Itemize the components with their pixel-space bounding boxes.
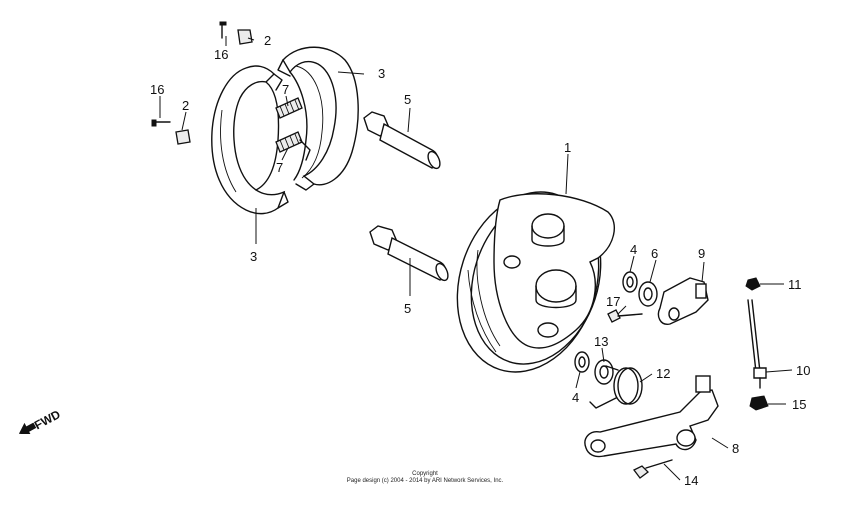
callout-2-upper: 2 — [264, 33, 271, 48]
nut-15 — [749, 395, 769, 411]
shoe-spring-upper — [275, 97, 303, 119]
bolt-17 — [607, 309, 643, 323]
callout-15: 15 — [792, 397, 806, 412]
return-spring — [589, 365, 643, 409]
retainer-upper — [237, 29, 253, 45]
nut-11 — [745, 277, 761, 291]
callout-13: 13 — [594, 334, 608, 349]
leader-lines — [159, 36, 793, 481]
callout-5-lower: 5 — [404, 301, 411, 316]
copyright-line-1: Copyright — [412, 471, 438, 477]
forward-arrow-icon — [18, 422, 37, 436]
callout-4-lower: 4 — [572, 390, 579, 405]
callout-3-lower: 3 — [250, 249, 257, 264]
callout-17: 17 — [606, 294, 620, 309]
brake-cam-lower — [369, 225, 449, 282]
retainer-lower — [175, 129, 191, 145]
callout-11: 11 — [788, 277, 802, 292]
washer-lower — [594, 359, 614, 385]
callout-16-lower: 16 — [150, 82, 164, 97]
brake-pedal — [584, 375, 719, 458]
callout-9: 9 — [698, 246, 705, 261]
seal-upper — [622, 271, 638, 293]
callout-10: 10 — [796, 363, 810, 378]
copyright-line-2: Page design (c) 2004 - 2014 by ARI Netwo… — [346, 478, 504, 484]
bolt-14 — [633, 459, 673, 479]
washer-upper — [638, 281, 658, 307]
shoe-pin-lower — [151, 119, 171, 127]
brake-arm — [657, 277, 709, 325]
brake-rod — [747, 299, 767, 389]
callout-2-lower: 2 — [182, 98, 189, 113]
callout-7-lower: 7 — [276, 160, 283, 175]
callout-12: 12 — [656, 366, 670, 381]
callout-3-upper: 3 — [378, 66, 385, 81]
callout-4-upper: 4 — [630, 242, 637, 257]
brake-shoe-upper — [277, 46, 359, 191]
shoe-spring-lower — [275, 131, 311, 161]
brake-panel — [456, 191, 616, 373]
brake-cam-upper — [363, 111, 441, 170]
callout-1: 1 — [564, 140, 571, 155]
shoe-pin-upper — [219, 21, 227, 39]
fwd-label: FWD — [32, 407, 63, 432]
seal-lower — [574, 351, 590, 373]
callout-7-upper: 7 — [282, 82, 289, 97]
callout-8: 8 — [732, 441, 739, 456]
callout-6: 6 — [651, 246, 658, 261]
callout-16-upper: 16 — [214, 47, 228, 62]
callout-5-upper: 5 — [404, 92, 411, 107]
copyright-notice: Copyright Page design (c) 2004 - 2014 by… — [0, 471, 850, 485]
forward-direction-indicator: FWD — [10, 394, 80, 436]
callout-14: 14 — [684, 473, 698, 488]
brake-shoe-lower — [211, 65, 289, 215]
